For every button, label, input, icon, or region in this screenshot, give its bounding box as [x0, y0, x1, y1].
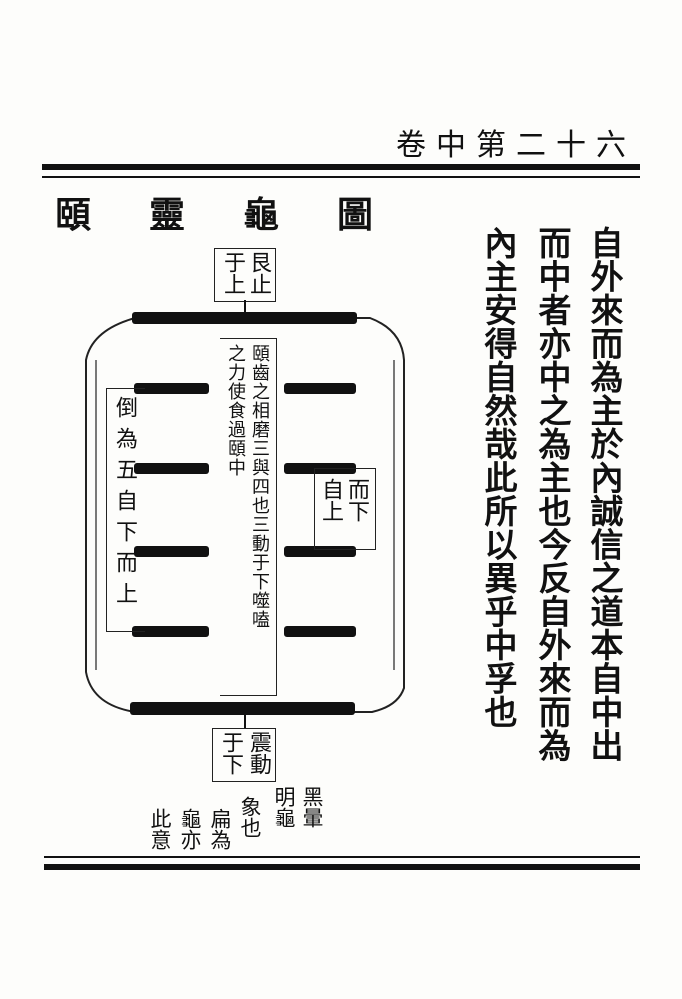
top-connector — [244, 300, 246, 314]
hexagram-line-4-left — [134, 463, 209, 474]
bottom-note-col-6: 此意 — [148, 808, 172, 850]
bottom-note-col-4: 扁為 — [208, 808, 232, 850]
top-rule-thin — [42, 176, 640, 178]
bottom-note-col-2: 明龜 — [272, 786, 296, 828]
hexagram-line-3-left — [134, 546, 209, 557]
inner-right-label-col-2: 自上 — [318, 478, 343, 522]
hexagram-line-1 — [130, 702, 355, 715]
commentary-column-1: 自外來而為主於內誠信之道本自中出 — [585, 226, 624, 762]
commentary-column-2: 而中者亦中之為主也今反自外來而為 — [533, 226, 572, 762]
hexagram-line-5-right — [284, 383, 356, 394]
top-rule-thick — [42, 164, 640, 170]
bottom-connector — [244, 715, 246, 729]
bottom-rule-thin — [44, 856, 640, 858]
bottom-label-col-1: 震動 — [246, 731, 271, 775]
volume-folio: 卷中第二十六 — [396, 128, 636, 163]
bottom-label-col-2: 于下 — [218, 731, 243, 775]
bottom-label-box — [212, 728, 276, 782]
bottom-note-col-5: 龜亦 — [178, 808, 202, 850]
center-note-col-1: 頤齒之相磨三與四也三動于下噬嗑 — [249, 344, 270, 629]
hexagram-line-5-left — [134, 383, 209, 394]
hexagram-line-2-left — [132, 626, 209, 637]
bottom-rule-thick — [44, 864, 640, 870]
hexagram-line-3-right — [284, 546, 356, 557]
top-label-col-1: 艮止 — [246, 251, 271, 295]
inner-left-label: 倒為五自下而上 — [112, 396, 137, 613]
hexagram-line-2-right — [284, 626, 356, 637]
inner-right-label-box — [314, 468, 376, 550]
inner-left-label-box — [106, 388, 145, 632]
top-label-col-2: 于上 — [220, 251, 245, 295]
center-note-box — [220, 338, 277, 696]
bottom-note-col-3: 象也 — [238, 796, 262, 838]
inner-right-label-col-1: 而下 — [344, 478, 369, 522]
commentary-column-3: 內主安得自然哉此所以異乎中孚也 — [479, 226, 518, 729]
hexagram-line-6 — [132, 312, 357, 324]
diagram-title: 頤靈龜圖 — [55, 194, 432, 236]
center-note-col-2: 之力使食過頤中 — [225, 344, 246, 477]
bottom-note-col-1: 黑暈 — [300, 786, 324, 828]
